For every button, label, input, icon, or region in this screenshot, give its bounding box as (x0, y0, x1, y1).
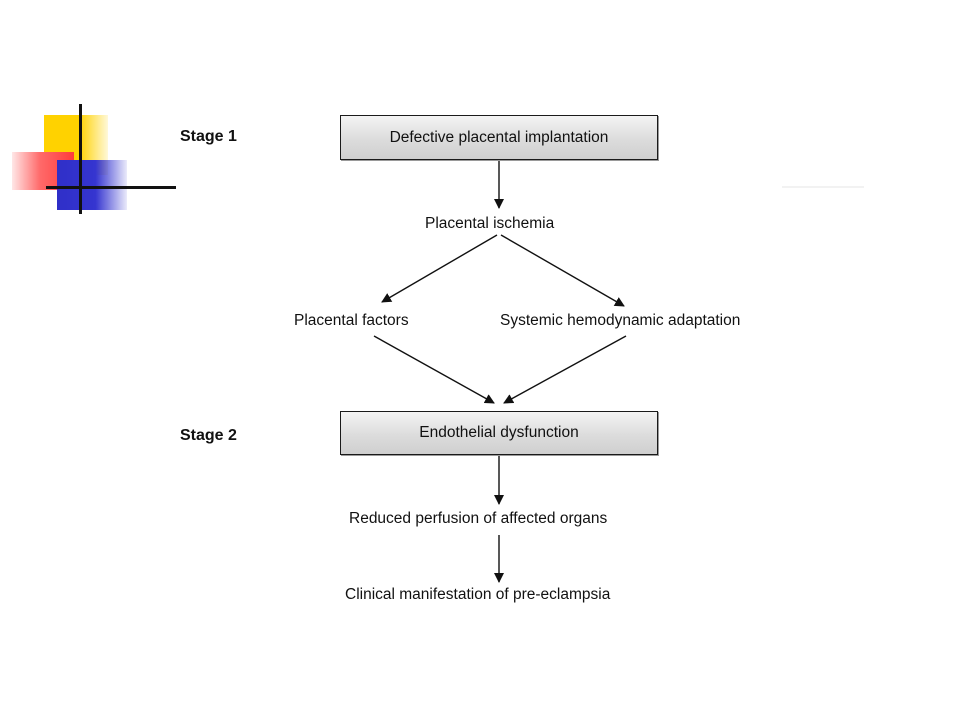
reduced-perfusion-text: Reduced perfusion of affected organs (349, 510, 608, 527)
arrow-ischemia-to-adaptation (500, 234, 625, 307)
placental-ischemia-text: Placental ischemia (425, 215, 555, 232)
arrow-adaptation-to-endothelial (503, 335, 627, 404)
placental-factors-text: Placental factors (294, 312, 409, 329)
clinical-manifestation-text: Clinical manifestation of pre-eclampsia (345, 586, 611, 603)
stage-1-label: Stage 1 (180, 128, 237, 145)
decorative-faint-line (782, 186, 864, 188)
defective-implantation-box: Defective placental implantation (340, 115, 658, 160)
arrow-ischemia-to-factors (381, 234, 498, 303)
decorative-blue-square (57, 160, 127, 210)
decorative-horizontal-line (46, 186, 176, 189)
arrow-factors-to-endothelial (373, 335, 495, 404)
decorative-vertical-line (79, 104, 82, 214)
stage-2-label: Stage 2 (180, 427, 237, 444)
systemic-adaptation-text: Systemic hemodynamic adaptation (500, 312, 741, 329)
endothelial-dysfunction-text: Endothelial dysfunction (419, 424, 579, 441)
endothelial-dysfunction-box: Endothelial dysfunction (340, 411, 658, 455)
defective-implantation-text: Defective placental implantation (389, 128, 609, 146)
